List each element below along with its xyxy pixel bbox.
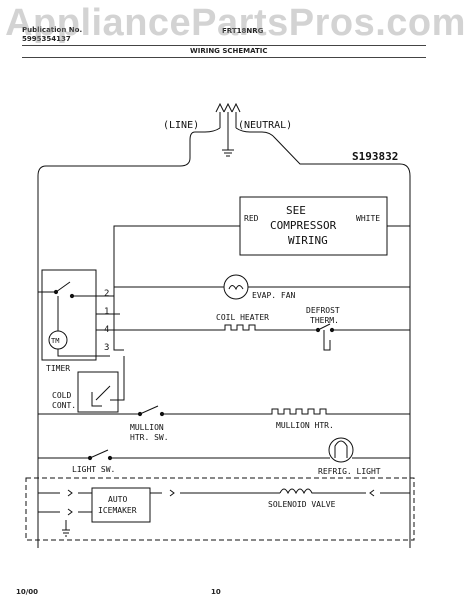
timer-terminal-wires: [86, 287, 124, 351]
terminal-3: 3: [104, 343, 109, 353]
watermark-logo: AppliancePartsPros.com: [5, 2, 466, 44]
icemaker-neutral-wire: [38, 508, 92, 516]
refrig-light-label: REFRIG. LIGHT: [318, 467, 381, 476]
evap-fan-label: EVAP. FAN: [252, 291, 296, 300]
terminal-2: 2: [104, 289, 109, 299]
compressor-label-2: COMPRESSOR: [270, 219, 337, 232]
compressor-label-3: WIRING: [288, 234, 328, 247]
mullion-heater-element: [262, 408, 410, 415]
cold-control-box: [77, 371, 119, 413]
evap-fan-coil: [228, 285, 244, 291]
publication-number-label: Publication No. 5995354137: [22, 26, 82, 44]
defrost-thermostat-symbol: [300, 323, 410, 351]
header-divider: [22, 45, 426, 46]
page-title: WIRING SCHEMATIC: [190, 47, 268, 55]
cold-control-label-2: CONT.: [52, 401, 76, 410]
icemaker-line-wire: [38, 489, 280, 497]
timer-box: [41, 269, 97, 361]
coil-heater-label: COIL HEATER: [216, 313, 269, 322]
defrost-therm-label-2: THERM.: [310, 316, 339, 325]
timer-motor-label: TM: [51, 337, 59, 345]
icemaker-label-2: ICEMAKER: [98, 506, 137, 515]
mullion-heater-label: MULLION HTR.: [276, 421, 334, 430]
compressor-label-1: SEE: [286, 204, 306, 217]
solenoid-valve-label: SOLENOID VALVE: [268, 500, 336, 509]
defrost-therm-label-1: DEFROST: [306, 306, 340, 315]
mullion-switch-label-1: MULLION: [130, 423, 164, 432]
cold-control-label-1: COLD: [52, 391, 71, 400]
icemaker-harness-box: [25, 477, 415, 541]
compressor-red-wire: [113, 225, 240, 287]
line-label: (LINE): [163, 120, 199, 131]
mullion-switch-label-2: HTR. SW.: [130, 433, 169, 442]
light-switch-wire: [38, 449, 410, 459]
refrig-light-filament: [334, 440, 348, 458]
icemaker-label-1: AUTO: [108, 495, 127, 504]
publication-line-1: Publication No.: [22, 26, 83, 34]
solenoid-valve-coil: [279, 488, 410, 497]
timer-contacts: [38, 281, 110, 357]
cold-control-switch: [91, 356, 125, 407]
publication-line-2: 5995354137: [22, 35, 71, 43]
power-plug: [37, 102, 411, 548]
terminal-1: 1: [104, 307, 109, 317]
auto-icemaker-box: [91, 487, 151, 523]
model-number: FRT18NRG: [222, 27, 264, 35]
light-switch-label: LIGHT SW.: [72, 465, 115, 474]
evap-fan-icon: [223, 274, 249, 300]
compressor-white-lead: WHITE: [356, 214, 380, 223]
compressor-red-lead: RED: [244, 214, 259, 223]
timer-label: TIMER: [46, 364, 70, 373]
icemaker-ground-icon: [62, 520, 70, 537]
page-number: 10: [211, 588, 221, 596]
header-divider-lower: [22, 57, 426, 58]
coil-heater-element: [124, 324, 300, 331]
neutral-label: (NEUTRAL): [238, 120, 292, 131]
diagram-id: S193832: [352, 150, 398, 163]
footer-date: 10/00: [16, 588, 39, 596]
refrig-light-bulb-icon: [328, 437, 354, 463]
